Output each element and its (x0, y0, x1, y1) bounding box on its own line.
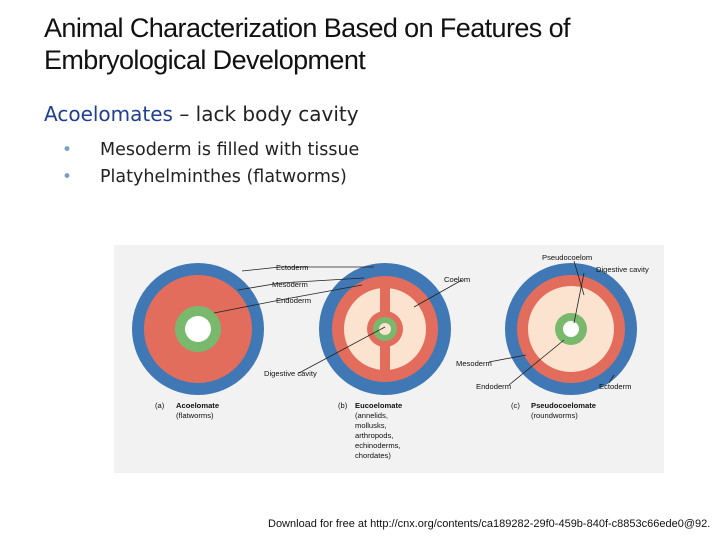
body-cavity-diagram: Ectoderm Mesoderm Endoderm Coelom Digest… (114, 245, 664, 473)
panel-c-name: Pseudocoelomate (531, 401, 596, 410)
leader-line (508, 339, 565, 386)
panel-b-example: (annelids, (355, 411, 388, 420)
panel-c-letter: (c) (511, 401, 520, 410)
subheading-term: Acoelomates (44, 102, 173, 126)
leader-line (237, 282, 281, 291)
leader-line (279, 284, 363, 301)
panel-a-example: (flatworms) (176, 411, 214, 420)
label-digestive-cavity: Digestive cavity (264, 369, 317, 378)
bullet-dot-icon: • (62, 167, 73, 187)
panel-c-example: (roundworms) (531, 411, 578, 420)
label-pseudocoelom: Pseudocoelom (542, 253, 592, 262)
panel-b-letter: (b) (338, 401, 348, 410)
leader-line (241, 266, 281, 272)
panel-b-example: arthropods, (355, 431, 393, 440)
leader-line (608, 374, 615, 384)
leader-line (213, 299, 281, 314)
panel-b-example: echinoderms, (355, 441, 401, 450)
gut-c (563, 321, 579, 337)
leader-line (413, 279, 463, 308)
acoelomate-cross-section (132, 263, 264, 395)
leader-line (488, 354, 527, 363)
mesentery-top-b (380, 288, 390, 322)
mesentery-bottom-b (380, 336, 390, 370)
panel-b-example: mollusks, (355, 421, 387, 430)
panel-b-example: chordates) (355, 451, 391, 460)
subheading: Acoelomates – lack body cavity (44, 99, 359, 129)
label-ectoderm-c: Ectoderm (599, 382, 632, 391)
bullet-dot-icon: • (62, 140, 73, 160)
panel-a-letter: (a) (155, 401, 165, 410)
slide-title: Animal Characterization Based on Feature… (44, 13, 570, 75)
leader-line (279, 277, 365, 284)
pseudocoelomate-cross-section (505, 263, 637, 395)
label-ectoderm: Ectoderm (276, 263, 309, 272)
label-mesoderm-c: Mesoderm (456, 359, 492, 368)
bullet-item: •Platyhelminthes (flatworms) (62, 164, 359, 191)
gut-a (185, 316, 211, 342)
label-digestive-cavity-c: Digestive cavity (596, 265, 649, 274)
leader-line (573, 260, 585, 296)
subheading-rest: – lack body cavity (172, 102, 359, 126)
leader-line (573, 272, 585, 324)
label-endoderm-c: Endoderm (476, 382, 511, 391)
bullet-list: •Mesoderm is filled with tissue •Platyhe… (62, 137, 359, 191)
leader-line (298, 326, 386, 374)
label-coelom: Coelom (444, 275, 470, 284)
label-mesoderm: Mesoderm (272, 280, 308, 289)
gut-b (379, 323, 391, 335)
panel-a-name: Acoelomate (176, 401, 219, 410)
eucoelomate-cross-section (319, 263, 451, 395)
label-endoderm: Endoderm (276, 296, 311, 305)
leader-lines (213, 260, 615, 386)
source-footer: Download for free at http://cnx.org/cont… (268, 518, 711, 530)
bullet-item: •Mesoderm is filled with tissue (62, 137, 359, 164)
panel-b-name: Eucoelomate (355, 401, 402, 410)
